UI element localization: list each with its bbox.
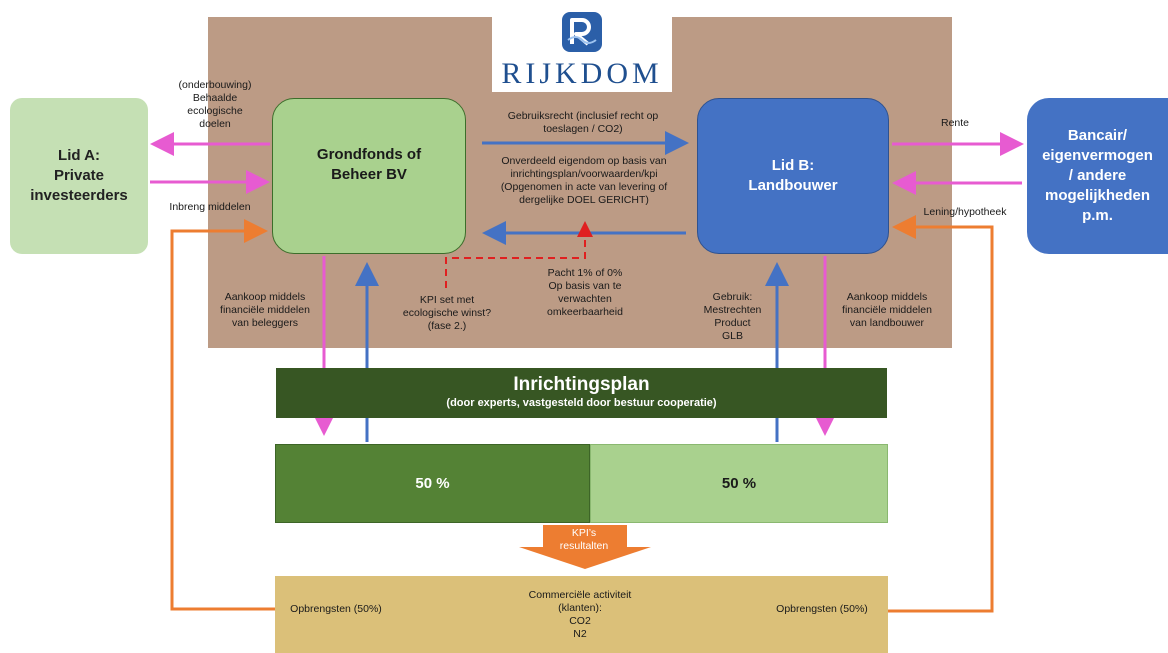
label-ecological-line-3: ecologische [187, 105, 243, 117]
label-aankoop-beleggers: Aankoop middels financiële middelen van … [210, 291, 320, 330]
dashed-kpi-line [445, 221, 593, 288]
kpi-line-1: KPI’s [571, 527, 597, 539]
logo-text: RIJKDOM [501, 57, 663, 90]
kpi-line-2: resultalten [559, 540, 609, 552]
label-ecological-line-1: (onderbouwing) [178, 79, 252, 91]
label-opbrengsten-left: Opbrengsten (50%) [290, 603, 382, 615]
split-right-50: 50 % [590, 444, 888, 523]
plan-title: Inrichtingsplan [513, 374, 650, 395]
inrichtingsplan-banner: Inrichtingsplan (door experts, vastgeste… [276, 368, 887, 418]
commerce-line-4: N2 [573, 628, 587, 640]
commerce-line-2: (klanten): [558, 602, 602, 614]
bancair-line-4: mogelijkheden [1044, 187, 1151, 204]
label-aankoop-beleggers-line-2: financiële middelen [220, 304, 310, 316]
label-aankoop-beleggers-line-3: van beleggers [232, 317, 298, 329]
bancair-line-3: / andere [1068, 167, 1127, 184]
lid-b-box: Lid B: Landbouwer [697, 98, 889, 254]
bancair-line-5: p.m. [1082, 207, 1113, 224]
label-aankoop-beleggers-line-1: Aankoop middels [224, 291, 306, 303]
label-pacht-line-4: omkeerbaarheid [547, 306, 623, 318]
bancair-box: Bancair/ eigenvermogen / andere mogelijk… [1027, 98, 1168, 254]
lid-b-line-1: Lid B: [771, 157, 815, 174]
kpi-results-label: KPI’s resultalten [540, 527, 628, 553]
label-kpi-set: KPI set met ecologische winst? (fase 2.) [392, 294, 502, 333]
grondfonds-line-1: Grondfonds of [316, 146, 422, 163]
label-opbrengsten-right: Opbrengsten (50%) [776, 603, 868, 615]
label-gebruiksrecht-line-1: Gebruiksrecht (inclusief recht op [507, 110, 659, 122]
label-ecological-line-4: doelen [199, 118, 231, 130]
kpi-results-arrow [519, 525, 651, 569]
label-inbreng-middelen: Inbreng middelen [169, 201, 251, 213]
label-rente: Rente [940, 117, 970, 129]
bancair-line-2: eigenvermogen [1042, 147, 1153, 164]
lid-a-box: Lid A: Private investeerders [10, 98, 148, 254]
label-pacht-line-3: verwachten [558, 293, 612, 305]
grondfonds-line-2: Beheer BV [331, 166, 407, 183]
lid-b-line-2: Landbouwer [748, 177, 838, 194]
rijkdom-logo: RIJKDOM [492, 2, 672, 92]
grondfonds-box: Grondfonds of Beheer BV [272, 98, 466, 254]
label-lening-hypotheek: Lening/hypotheek [923, 206, 1007, 218]
label-gebruik-line-4: GLB [721, 330, 743, 342]
commerce-line-1: Commerciële activiteit [528, 589, 632, 601]
label-onverdeeld-line-2: inrichtingsplan/voorwaarden/kpi [510, 168, 658, 180]
label-onverdeeld-line-3: (Opgenomen in acte van levering of [500, 181, 668, 193]
commerce-line-3: CO2 [569, 615, 591, 627]
label-gebruiksrecht-line-2: toeslagen / CO2) [543, 123, 623, 135]
label-gebruik-line-3: Product [714, 317, 751, 329]
label-aankoop-landbouwer-line-2: financiële middelen [842, 304, 932, 316]
split-left-50: 50 % [275, 444, 590, 523]
label-aankoop-landbouwer-line-3: van landbouwer [849, 317, 925, 329]
label-gebruiksrecht: Gebruiksrecht (inclusief recht op toesla… [478, 110, 688, 136]
commercial-activity-box [275, 576, 888, 653]
label-ecological-line-2: Behaalde [192, 92, 238, 104]
label-kpi-set-line-1: KPI set met [419, 294, 475, 306]
lid-a-line-2: Private [53, 167, 105, 184]
label-onverdeeld-eigendom: Onverdeeld eigendom op basis van inricht… [474, 155, 694, 207]
label-commercial-center: Commerciële activiteit (klanten): CO2 N2 [510, 589, 650, 641]
orange-loop-right [888, 215, 994, 613]
plan-subtitle: (door experts, vastgesteld door bestuur … [446, 397, 717, 409]
label-ecological-goals: (onderbouwing) Behaalde ecologische doel… [160, 79, 270, 131]
bancair-line-1: Bancair/ [1067, 127, 1128, 144]
label-pacht: Pacht 1% of 0% Op basis van te verwachte… [530, 267, 640, 319]
label-onverdeeld-line-1: Onverdeeld eigendom op basis van [501, 155, 667, 167]
label-onverdeeld-line-4: dergelijke DOEL GERICHT) [519, 194, 649, 206]
label-pacht-line-2: Op basis van te [548, 280, 622, 292]
label-gebruik-line-2: Mestrechten [703, 304, 762, 316]
label-aankoop-landbouwer-line-1: Aankoop middels [846, 291, 928, 303]
lid-a-line-1: Lid A: [58, 147, 100, 164]
label-pacht-line-1: Pacht 1% of 0% [547, 267, 623, 279]
label-kpi-set-line-2: ecologische winst? [402, 307, 492, 319]
lid-a-line-3: investeerders [30, 187, 128, 204]
label-gebruik-line-1: Gebruik: [712, 291, 753, 303]
label-aankoop-landbouwer: Aankoop middels financiële middelen van … [832, 291, 942, 330]
rijkdom-logo-icon [562, 12, 602, 52]
label-gebruik: Gebruik: Mestrechten Product GLB [690, 291, 775, 343]
orange-loop-left [170, 219, 275, 611]
label-kpi-set-line-3: (fase 2.) [427, 320, 467, 332]
